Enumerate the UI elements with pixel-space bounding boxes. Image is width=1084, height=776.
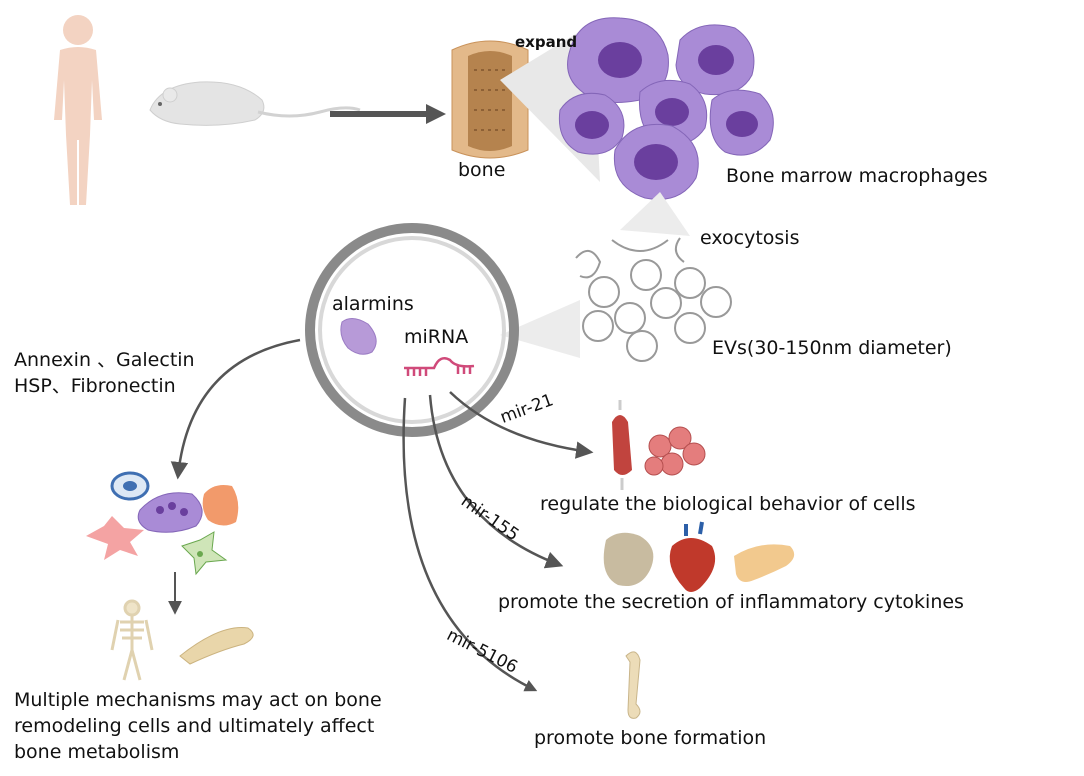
- macrophage-cluster: [558, 17, 774, 200]
- bone-remodeling-cells: [86, 471, 239, 576]
- exocytosis-cone: [620, 192, 690, 236]
- mechanisms-label-line3: bone metabolism: [14, 741, 180, 763]
- expand-label: expand: [515, 33, 578, 51]
- alarmins-protein-icon: [340, 318, 377, 355]
- evs-label: EVs(30-150nm diameter): [712, 337, 952, 359]
- fibroblast-icon: [86, 516, 144, 560]
- alarmins-label: alarmins: [332, 293, 414, 315]
- osteoblast-icon: [202, 485, 239, 526]
- mirna-strand-icon: [404, 357, 475, 376]
- muscle-icon: [612, 400, 632, 490]
- proteins-label-line1: Annexin 、Galectin: [14, 349, 195, 371]
- bone-label: bone: [458, 159, 506, 181]
- bone-formation-label: promote bone formation: [534, 727, 767, 749]
- arrow-to-cells: [170, 338, 301, 480]
- mirna-label: miRNA: [404, 326, 469, 348]
- bone-section-icon: [451, 40, 529, 159]
- evs-cone: [500, 300, 580, 358]
- osteoclast-icon: [137, 492, 203, 533]
- macrophage-cell-icon: [558, 92, 625, 155]
- bone-marrow-macrophages-label: Bone marrow macrophages: [726, 165, 988, 187]
- exocytosis-label: exocytosis: [700, 227, 800, 249]
- extracellular-vesicle-ring: [305, 223, 519, 437]
- human-figure-icon: [54, 15, 102, 205]
- macrophage-cell-icon: [613, 123, 699, 200]
- inflammatory-label: promote the secretion of inflammatory cy…: [498, 591, 964, 613]
- skeleton-icon: [110, 599, 154, 681]
- proteins-label-line2: HSP、Fibronectin: [14, 375, 176, 397]
- arrow-mir155: [428, 394, 564, 569]
- macrophage-cell-icon: [675, 24, 755, 96]
- heart-organ-icon: [669, 521, 716, 592]
- rat-icon: [149, 81, 361, 126]
- mechanisms-label-line1: Multiple mechanisms may act on bone: [14, 689, 382, 711]
- lung-organ-icon: [603, 532, 654, 586]
- osteocyte-icon: [181, 531, 228, 576]
- regulate-label: regulate the biological behavior of cell…: [540, 493, 916, 515]
- pancreas-organ-icon: [734, 544, 795, 582]
- ev-vesicles: [575, 237, 732, 362]
- arrow-mir5106: [402, 397, 538, 692]
- arrow-mir21: [449, 391, 594, 459]
- long-bone-icon: [625, 651, 641, 719]
- macrophage-cell-icon: [709, 89, 774, 156]
- tissue-cells-icon: [644, 426, 706, 476]
- mechanisms-label-line2: remodeling cells and ultimately affect: [14, 715, 375, 737]
- bone-piece-icon: [179, 627, 254, 665]
- stem-cell-icon: [110, 471, 150, 501]
